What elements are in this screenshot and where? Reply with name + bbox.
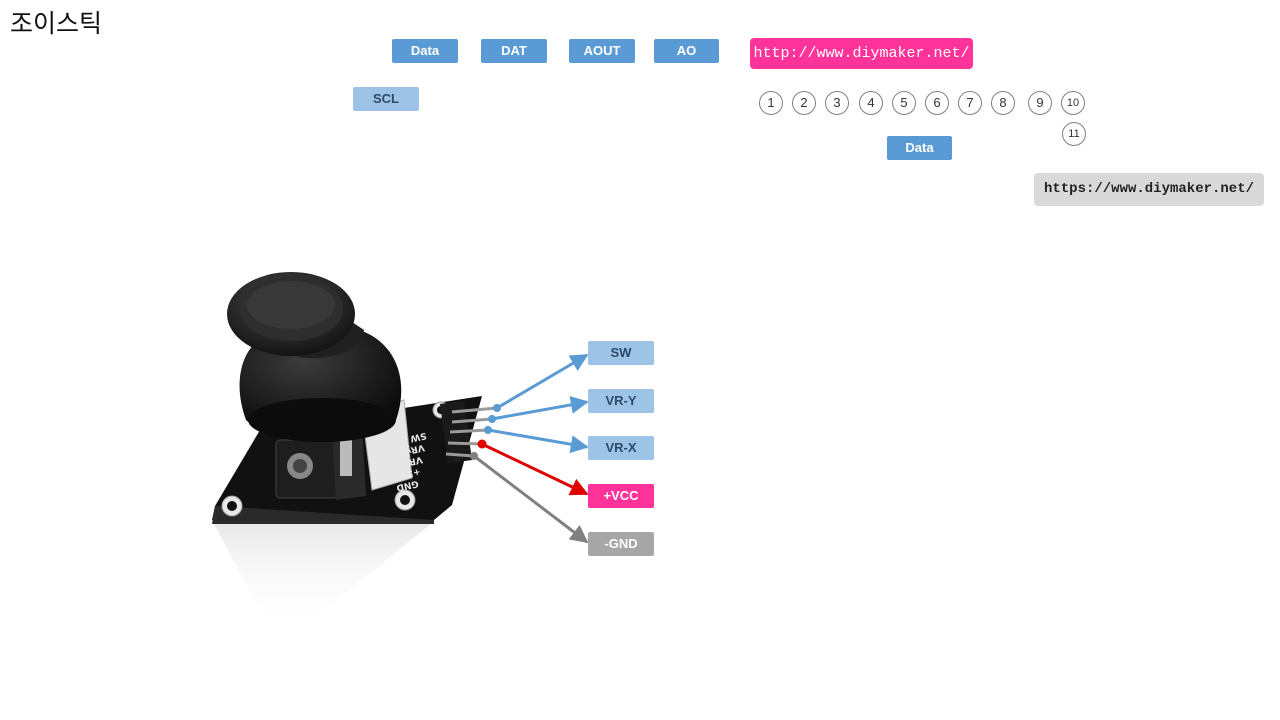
tag-data-lower: Data	[887, 136, 952, 160]
wire-vcc	[481, 442, 589, 496]
tag-aout: AOUT	[569, 39, 635, 63]
board-reflection	[212, 520, 436, 630]
pin-dot-sw	[493, 404, 501, 412]
number-badge-11: 11	[1062, 122, 1086, 146]
pin-label-vcc: +VCC	[588, 484, 654, 508]
number-badge-7: 7	[958, 91, 982, 115]
joystick-board: SW VRy VRx +5V GND	[212, 396, 498, 524]
number-badge-2: 2	[792, 91, 816, 115]
silk-vrx: VRx	[402, 454, 424, 468]
wire-vrx	[487, 428, 589, 454]
silk-gnd: GND	[395, 478, 419, 492]
tag-scl: SCL	[353, 87, 419, 111]
pin-dot-gnd	[470, 452, 478, 460]
pin-label-vrx: VR-X	[588, 436, 654, 460]
pin-connections	[470, 353, 589, 544]
tag-data: Data	[392, 39, 458, 63]
page-title: 조이스틱	[10, 9, 103, 38]
silk-sw: SW	[409, 430, 427, 443]
number-badge-9: 9	[1028, 91, 1052, 115]
url-link-grey[interactable]: https://www.diymaker.net/	[1034, 173, 1264, 206]
silk-5v: +5V	[399, 466, 421, 480]
wire-gnd	[473, 454, 589, 544]
wire-sw	[496, 353, 589, 410]
pin-dot-vcc	[477, 439, 487, 449]
tag-dat: DAT	[481, 39, 547, 63]
pin-label-sw: SW	[588, 341, 654, 365]
number-badge-4: 4	[859, 91, 883, 115]
number-badge-8: 8	[991, 91, 1015, 115]
number-badge-5: 5	[892, 91, 916, 115]
joystick-knob	[227, 272, 402, 442]
silk-vry: VRy	[404, 442, 425, 456]
tag-ao: AO	[654, 39, 719, 63]
url-link-pink[interactable]: http://www.diymaker.net/	[750, 38, 973, 69]
pin-label-vry: VR-Y	[588, 389, 654, 413]
number-badge-10: 10	[1061, 91, 1085, 115]
number-badge-3: 3	[825, 91, 849, 115]
pin-label-gnd: -GND	[588, 532, 654, 556]
number-badge-6: 6	[925, 91, 949, 115]
wire-vry	[491, 395, 589, 421]
pin-dot-vrx	[484, 426, 492, 434]
number-badge-1: 1	[759, 91, 783, 115]
pin-dot-vry	[488, 415, 496, 423]
